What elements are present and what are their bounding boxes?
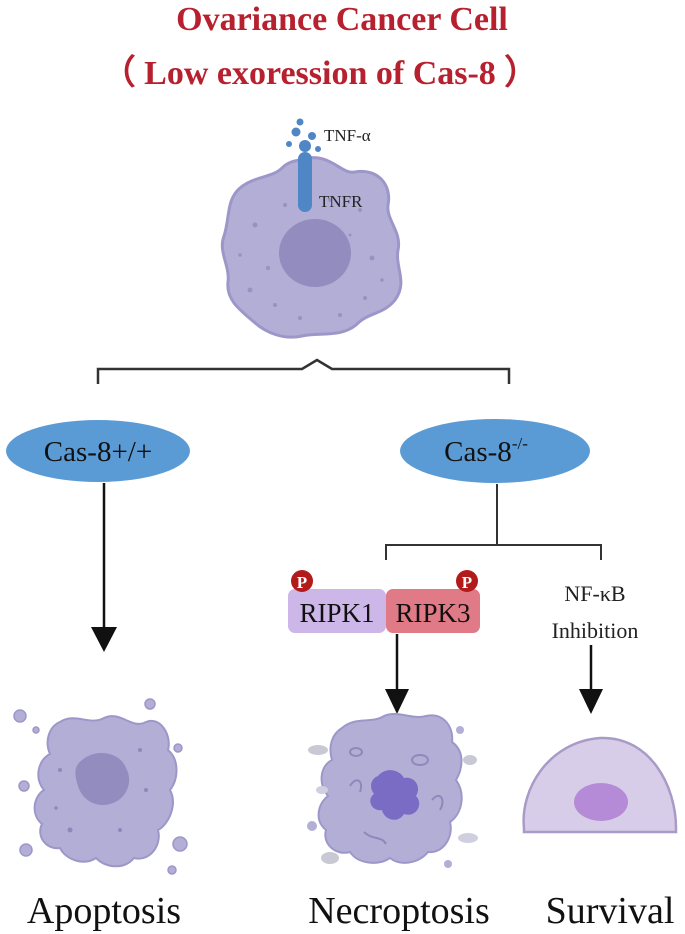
cancer-cell-granules (238, 198, 384, 320)
ripk1-phospho-label: P (297, 573, 307, 592)
survival-cell-nucleus (574, 783, 628, 821)
tnfr-receptor-shape (298, 152, 312, 212)
necroptotic-cell-nucleus (370, 770, 420, 820)
nfkb-label: NF-κB (564, 581, 625, 606)
ripk3-label: RIPK3 (395, 598, 470, 628)
ripk3-phospho-badge (456, 570, 478, 592)
outcome-survival-label: Survival (546, 890, 675, 932)
ripk1-phospho-badge (291, 570, 313, 592)
title-line1: Ovariance Cancer Cell (176, 1, 508, 38)
necroptotic-organelles (349, 747, 444, 845)
cancer-cell-illustration (220, 118, 403, 339)
ripk1-box (288, 589, 386, 633)
right-branch-bracket (385, 544, 602, 560)
necroptosis-arrow-head (385, 689, 409, 714)
top-bracket (96, 358, 511, 384)
ripk3-phospho-label: P (462, 573, 472, 592)
ripk3-box (386, 589, 480, 633)
necroptotic-cell-illustration (307, 713, 478, 868)
cas8-wildtype-ellipse (6, 420, 190, 482)
tnf-alpha-label: TNF-α (324, 126, 371, 145)
outcome-necroptosis-label: Necroptosis (308, 890, 490, 932)
outcome-apoptosis-label: Apoptosis (27, 890, 181, 932)
title-line2: （ Low exoression of Cas-8 ） (102, 53, 539, 92)
cas8-knockout-label: Cas-8-/- (444, 434, 528, 468)
cas8-knockout-ellipse (400, 419, 590, 483)
necroptotic-debris (307, 726, 478, 868)
survival-cell-illustration (522, 736, 678, 834)
cas8-wildtype-label: Cas-8+/+ (44, 436, 152, 468)
apoptotic-cell-illustration (13, 698, 188, 875)
apoptotic-granules (54, 748, 148, 833)
survival-arrow-head (579, 689, 603, 714)
apoptosis-arrow-head (91, 627, 117, 652)
cas8-knockout-label-base: Cas-8 (444, 436, 512, 468)
cancer-cell-nucleus (279, 219, 351, 287)
apoptotic-bodies (13, 698, 188, 875)
tnf-alpha-ligand-dots (286, 118, 321, 152)
cas8-knockout-label-sup: -/- (512, 434, 528, 453)
nfkb-inhibition-label: Inhibition (552, 618, 639, 643)
apoptotic-cell-nucleus (75, 753, 130, 806)
tnfr-label: TNFR (319, 192, 363, 211)
ripk1-label: RIPK1 (299, 598, 374, 628)
